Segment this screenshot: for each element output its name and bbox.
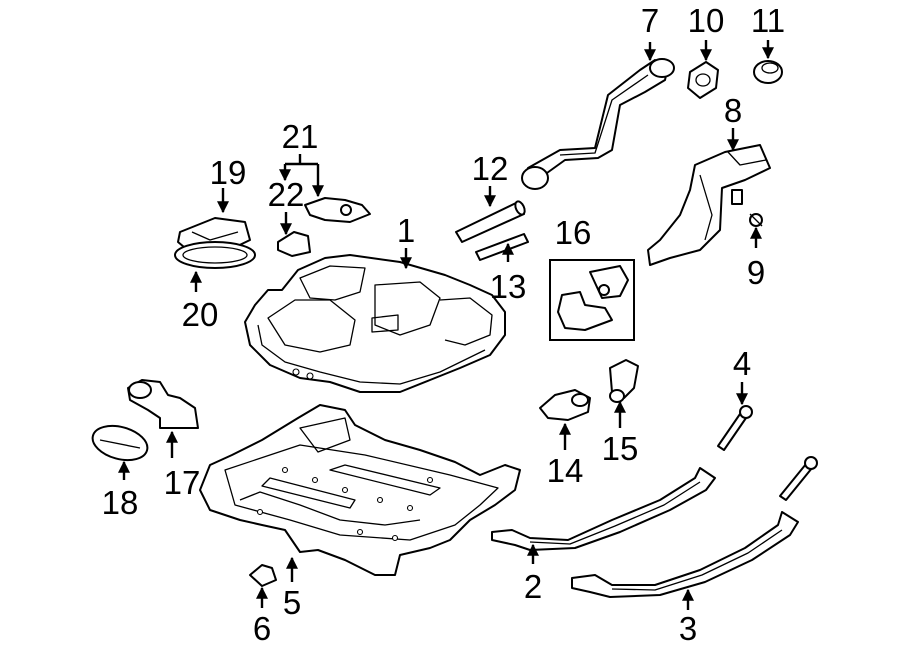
- callout-7: 7: [641, 2, 659, 39]
- callout-12: 12: [472, 150, 509, 187]
- filler-pipe-part-7[interactable]: [521, 58, 675, 190]
- callout-8: 8: [724, 92, 742, 129]
- callout-1: 1: [397, 212, 415, 249]
- leader-lines: [118, 40, 774, 610]
- callout-11: 11: [751, 2, 785, 39]
- seal-part-20[interactable]: [174, 241, 256, 269]
- callout-13: 13: [490, 268, 527, 305]
- callout-9: 9: [747, 254, 765, 291]
- clip-part-6[interactable]: [249, 564, 277, 587]
- cap-part-11[interactable]: [753, 60, 783, 84]
- callout-4: 4: [733, 345, 751, 382]
- sender-unit-part-21[interactable]: [304, 197, 371, 223]
- plate-part-18[interactable]: [89, 420, 151, 465]
- callout-18: 18: [102, 484, 139, 521]
- cap-part-22[interactable]: [277, 231, 311, 257]
- tube-right[interactable]: [779, 456, 818, 501]
- callout-20: 20: [182, 296, 219, 333]
- callout-21: 21: [282, 118, 319, 155]
- fuel-tank-part-1[interactable]: [244, 254, 506, 393]
- filler-cap-gasket-part-10[interactable]: [687, 61, 719, 99]
- callout-labels: 1 2 3 4 5 6 7 8 9 10 11 12 13 14 15 16 1…: [102, 2, 785, 647]
- tank-strap-part-3[interactable]: [571, 511, 799, 598]
- hose-part-13[interactable]: [475, 233, 529, 261]
- hose-part-12[interactable]: [455, 200, 527, 243]
- callout-22: 22: [268, 176, 305, 213]
- callout-3: 3: [679, 610, 697, 647]
- valve-assembly-part-16[interactable]: [549, 259, 635, 341]
- callout-6: 6: [253, 610, 271, 647]
- callout-15: 15: [602, 430, 639, 467]
- callout-5: 5: [283, 584, 301, 621]
- filler-housing-part-8[interactable]: [647, 144, 771, 266]
- sender-part-17[interactable]: [127, 379, 199, 429]
- callout-17: 17: [164, 464, 201, 501]
- tank-strap-part-2[interactable]: [491, 467, 716, 551]
- callout-2: 2: [524, 568, 542, 605]
- tube-part-4[interactable]: [717, 405, 753, 451]
- callout-10: 10: [688, 2, 725, 39]
- callout-14: 14: [547, 452, 584, 489]
- valve-part-15[interactable]: [609, 359, 639, 403]
- callout-16: 16: [555, 214, 592, 251]
- clip-part-9[interactable]: [749, 213, 763, 227]
- valve-part-14[interactable]: [539, 389, 591, 421]
- callout-19: 19: [210, 154, 247, 191]
- tank-shield-part-5[interactable]: [199, 404, 521, 576]
